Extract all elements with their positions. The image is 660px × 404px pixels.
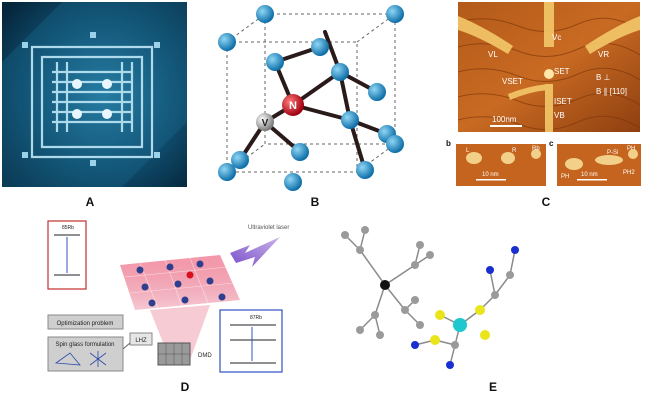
- psi-label: P-Si: [607, 150, 618, 156]
- panel-a-label: A: [85, 195, 95, 209]
- panel-b-nv-lattice: V N: [205, 2, 420, 192]
- vacancy-atom: [256, 113, 274, 131]
- molecule-diagram: [341, 226, 519, 369]
- rc-label: R: [512, 148, 517, 154]
- sub-b-label: b: [446, 139, 451, 148]
- ph2-label: PH2: [623, 170, 635, 176]
- lattice-diagram: V N: [218, 5, 404, 191]
- nitrogen-label: N: [289, 100, 297, 112]
- sub-c-label: c: [549, 139, 554, 148]
- chip-illustration: [2, 2, 187, 187]
- panel-e-label: E: [488, 380, 497, 394]
- vacancy-label: V: [262, 118, 269, 129]
- l-label: L: [466, 148, 470, 154]
- dmd-label: DMD: [198, 353, 212, 359]
- set-label: SET: [554, 67, 570, 76]
- carbon-atoms: [218, 5, 404, 191]
- ph-top-label: PH: [627, 146, 635, 152]
- scale-main-label: 100nm: [492, 115, 517, 124]
- ph-label: PH: [561, 174, 569, 180]
- b-perp-label: B ⊥: [596, 73, 611, 82]
- stm-sub-c-image: PH P-Si PH PH2 10 nm c: [549, 139, 641, 186]
- optimization-label: Optimization problem: [57, 321, 114, 327]
- panel-e-molecule: [335, 210, 535, 380]
- panel-b-label: B: [310, 195, 320, 209]
- iset-label: ISET: [554, 97, 572, 106]
- nitrogen-atom: [282, 94, 304, 116]
- b-par-label: B ∥ [110]: [596, 87, 627, 96]
- vb-label: VB: [554, 111, 565, 120]
- stm-main-image: Vc VL VR VSET SET ISET VB B ⊥ B ∥ [110] …: [457, 2, 641, 132]
- spin-glass-label: Spin glass formulation: [55, 342, 114, 348]
- panel-d-rydberg-array: Ultraviolet laser 85Rb 87Rb Optimization…: [40, 215, 310, 375]
- vset-label: VSET: [502, 77, 523, 86]
- panel-c-label: C: [541, 195, 551, 209]
- scale-main-bar: [490, 125, 522, 127]
- rb87-label: 87Rb: [250, 315, 262, 321]
- lhz-label: LHZ: [135, 338, 147, 344]
- scale-b-label: 10 nm: [482, 172, 499, 178]
- rydberg-diagram: Ultraviolet laser 85Rb 87Rb Optimization…: [47, 220, 289, 373]
- rb85-label: 85Rb: [62, 225, 74, 231]
- stm-sub-b-image: L R Rb 10 nm b: [446, 139, 546, 186]
- rb-label: Rb: [532, 146, 540, 152]
- vc-label: Vc: [552, 33, 561, 42]
- panel-c-stm-sub-b: L R Rb 10 nm b: [446, 138, 547, 188]
- panel-d-label: D: [180, 380, 190, 394]
- panel-c-stm-main: Vc VL VR VSET SET ISET VB B ⊥ B ∥ [110] …: [457, 2, 641, 132]
- scale-c-label: 10 nm: [581, 172, 598, 178]
- ultraviolet-label: Ultraviolet laser: [248, 225, 289, 231]
- vl-label: VL: [488, 50, 498, 59]
- panel-a-chip-image: [2, 2, 187, 187]
- vr-label: VR: [598, 50, 609, 59]
- panel-c-stm-sub-c: PH P-Si PH PH2 10 nm c: [549, 138, 642, 188]
